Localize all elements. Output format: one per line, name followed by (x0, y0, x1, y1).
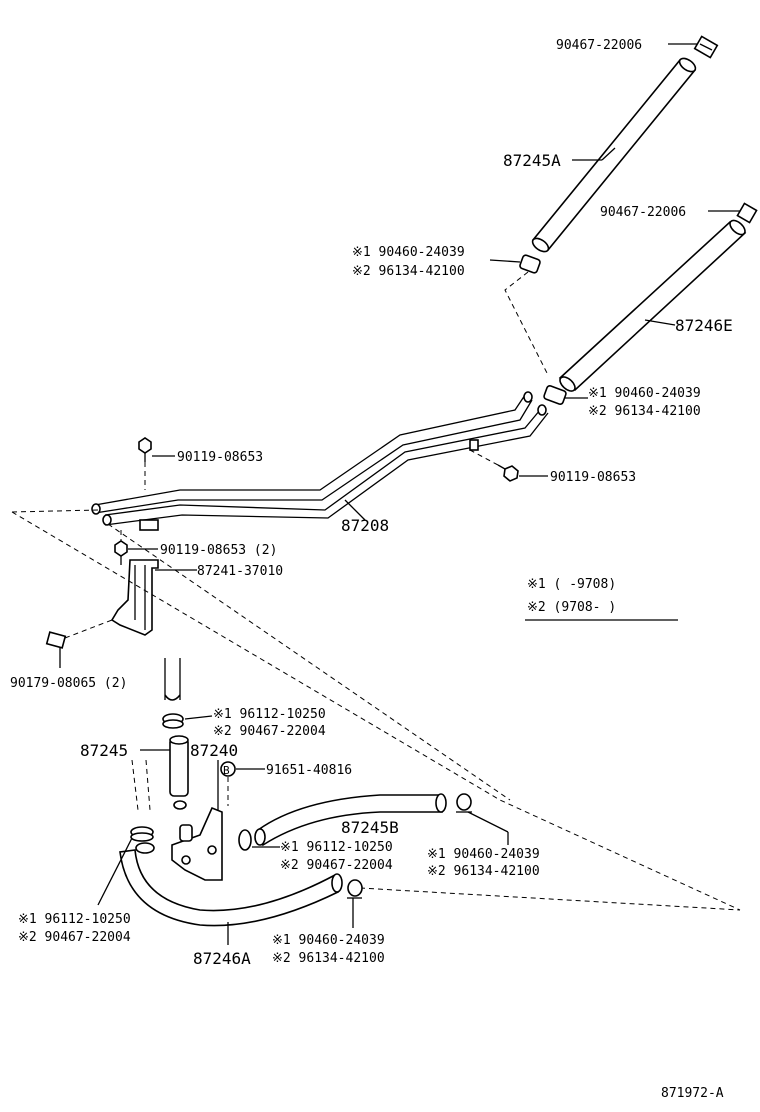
label-s1-96112-10250-b: ※1 96112-10250 (280, 840, 393, 855)
label-87240: 87240 (190, 741, 238, 760)
clip-lower-b (347, 879, 363, 899)
bolt-right (497, 464, 519, 482)
pipe-87208 (91, 391, 549, 531)
legend-line-2: ※2 (9708- ) (527, 600, 616, 615)
bolt-left (138, 437, 152, 462)
clip-lower-a (456, 793, 472, 813)
label-90467-22006-b: 90467-22006 (600, 205, 686, 220)
clip-upper-b (543, 385, 567, 405)
callout-b-letter: B (223, 764, 230, 777)
label-87245b: 87245B (341, 818, 399, 837)
label-s2-90467-22004-c: ※2 90467-22004 (18, 930, 131, 945)
clamp-top-a (693, 35, 719, 59)
label-90179-08065: 90179-08065 (2) (10, 676, 127, 691)
label-87245a: 87245A (503, 151, 561, 170)
valve-87240 (171, 800, 223, 881)
hose-87245b (254, 793, 447, 847)
callout-b: B (220, 761, 236, 777)
label-s1-90460-24039-c: ※1 90460-24039 (427, 847, 540, 862)
clip-upper-a (519, 254, 541, 274)
clamp-lower-b (130, 826, 154, 842)
label-s2-96134-42100-a: ※2 96134-42100 (352, 264, 465, 279)
label-90467-22006-a: 90467-22006 (556, 38, 642, 53)
label-s2-90467-22004-b: ※2 90467-22004 (280, 858, 393, 873)
label-s1-90460-24039-d: ※1 90460-24039 (272, 933, 385, 948)
hose-87245 (169, 735, 189, 797)
clamp-lower-a (162, 713, 184, 729)
label-s2-96134-42100-d: ※2 96134-42100 (272, 951, 385, 966)
label-s2-96134-42100-b: ※2 96134-42100 (588, 404, 701, 419)
label-87246e: 87246E (675, 316, 733, 335)
label-87245: 87245 (80, 741, 128, 760)
hose-87246e (558, 219, 747, 392)
label-87208: 87208 (341, 516, 389, 535)
label-s2-90467-22004-a: ※2 90467-22004 (213, 724, 326, 739)
bolt-pair (114, 540, 128, 565)
label-90119-08653-a: 90119-08653 (177, 450, 263, 465)
clamp-top-b (736, 202, 758, 224)
label-s1-96112-10250-a: ※1 96112-10250 (213, 707, 326, 722)
label-90119-08653-b: 90119-08653 (550, 470, 636, 485)
bracket-87241 (110, 559, 159, 636)
clip-90179 (45, 631, 67, 649)
label-87241-37010: 87241-37010 (197, 564, 283, 579)
label-s1-90460-24039-b: ※1 90460-24039 (588, 386, 701, 401)
legend-line-1: ※1 ( -9708) (527, 577, 616, 592)
label-s1-96112-10250-c: ※1 96112-10250 (18, 912, 131, 927)
hose-87245a (531, 57, 697, 253)
label-s2-96134-42100-c: ※2 96134-42100 (427, 864, 540, 879)
legend: ※1 ( -9708) ※2 (9708- ) (525, 577, 678, 621)
diagram-id: 871972-A (661, 1086, 724, 1101)
label-s1-90460-24039-a: ※1 90460-24039 (352, 245, 465, 260)
clamp-lower-c (238, 829, 252, 851)
hose-87246a (119, 842, 343, 927)
label-91651-40816: 91651-40816 (266, 763, 352, 778)
label-90119-08653-c: 90119-08653 (2) (160, 543, 277, 558)
label-87246a: 87246A (193, 949, 251, 968)
